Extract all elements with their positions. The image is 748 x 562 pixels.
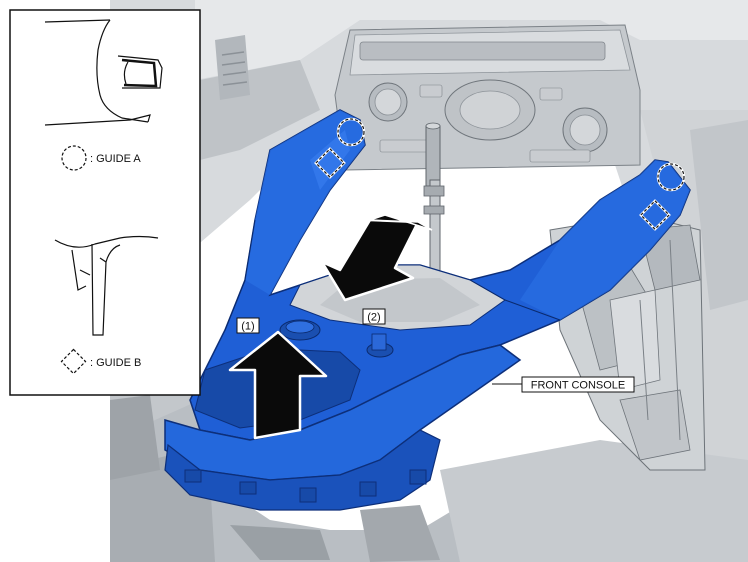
step-1-text: (1)	[241, 321, 254, 333]
arrow-step-2-pull	[320, 214, 433, 302]
guide-b-legend-text: : GUIDE B	[90, 357, 141, 369]
guide-a-marker-right	[656, 162, 686, 192]
guide-b-marker-right	[639, 199, 671, 231]
step-2-text: (2)	[367, 312, 380, 324]
guide-a-legend-symbol	[61, 145, 87, 171]
guide-b-legend-symbol	[60, 348, 87, 375]
arrow-step-1-lift	[228, 330, 328, 440]
guide-a-marker-left	[336, 117, 366, 147]
guide-b-detail-drawing	[54, 235, 159, 336]
step-2-label: (2)	[362, 308, 386, 325]
console-lower-clips	[184, 469, 427, 503]
step-1-label: (1)	[236, 317, 260, 334]
shift-lever	[423, 122, 445, 291]
fan-speed-dial	[444, 79, 536, 141]
console-control-knobs	[279, 319, 394, 358]
temperature-knob-left	[368, 82, 408, 122]
climate-control-panel	[334, 24, 641, 171]
guide-a-detail-drawing	[44, 19, 163, 126]
guide-b-marker-left	[314, 147, 346, 179]
front-console-label: FRONT CONSOLE	[531, 380, 626, 392]
front-console-callout: FRONT CONSOLE	[492, 376, 635, 393]
guide-detail-inset: : GUIDE A : GUIDE B	[9, 9, 201, 396]
guide-a-legend-text: : GUIDE A	[90, 153, 141, 165]
temperature-knob-right	[562, 107, 608, 153]
